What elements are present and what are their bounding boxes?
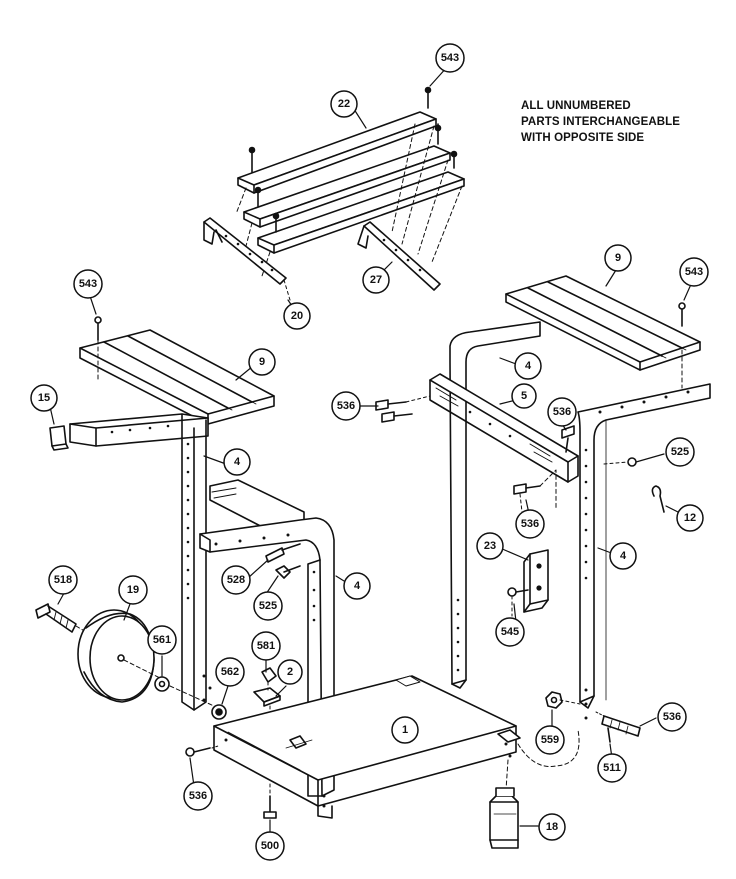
callout-9-left: 9 [248, 348, 276, 376]
interchangeable-parts-note: ALL UNNUMBERED PARTS INTERCHANGEABLE WIT… [521, 98, 721, 146]
callout-543-right-label: 543 [685, 266, 703, 278]
callout-15-label: 15 [38, 392, 50, 404]
line-art [35, 65, 711, 849]
bottom-tray [213, 675, 580, 819]
callout-bubbles: 543 22 20 27 543 9 15 4 4 528 525 518 19… [30, 43, 709, 861]
callout-536-right-label: 536 [663, 711, 681, 723]
callout-562-label: 562 [221, 666, 239, 678]
callout-1: 1 [391, 716, 419, 744]
note-line-2: PARTS INTERCHANGEABLE [521, 116, 681, 128]
callout-545: 545 [495, 617, 525, 647]
callout-12-label: 12 [684, 512, 696, 524]
callout-528: 528 [221, 565, 251, 595]
callout-15: 15 [30, 384, 58, 412]
callout-4-right-top: 4 [514, 352, 542, 380]
callout-525-left-label: 525 [259, 600, 277, 612]
callout-19: 19 [118, 575, 148, 605]
callout-23: 23 [476, 532, 504, 560]
callout-23-label: 23 [484, 540, 496, 552]
callout-20-label: 20 [291, 310, 303, 322]
callout-18: 18 [538, 813, 566, 841]
callout-543-top: 543 [435, 43, 465, 73]
callout-562: 562 [215, 657, 245, 687]
callout-559-label: 559 [541, 734, 559, 746]
left-side-shelf [79, 316, 275, 425]
callout-525-left: 525 [253, 591, 283, 621]
callout-20: 20 [283, 302, 311, 330]
callout-511: 511 [597, 753, 627, 783]
callout-500: 500 [255, 831, 285, 861]
callout-4-right-leg-label: 4 [620, 550, 627, 562]
slat-screws [248, 86, 458, 233]
callout-500-label: 500 [261, 840, 279, 852]
callout-4-right-leg: 4 [609, 542, 637, 570]
callout-525-right-label: 525 [671, 446, 689, 458]
callout-581-label: 581 [257, 640, 275, 652]
callout-543-right: 543 [679, 257, 709, 287]
right-side-frame [375, 321, 711, 743]
callout-2: 2 [277, 659, 303, 685]
callout-19-label: 19 [127, 584, 139, 596]
callout-9-right-label: 9 [615, 252, 621, 264]
right-side-shelf [505, 275, 701, 389]
callout-4-right-top-label: 4 [525, 360, 532, 372]
callout-12: 12 [676, 504, 704, 532]
callout-536-right: 536 [657, 702, 687, 732]
callout-4-left-leg: 4 [223, 448, 251, 476]
callout-22-label: 22 [338, 98, 350, 110]
callout-22: 22 [330, 90, 358, 118]
callout-1-label: 1 [402, 724, 408, 736]
foot-caster [489, 787, 519, 849]
callout-9-left-label: 9 [259, 356, 265, 368]
callout-9-right: 9 [604, 244, 632, 272]
callout-4-left-front-label: 4 [354, 580, 361, 592]
callout-518-label: 518 [54, 574, 72, 586]
wheel-assembly [35, 603, 227, 720]
callout-2-label: 2 [287, 666, 293, 678]
callout-536-bracket: 536 [547, 397, 577, 427]
callout-4-left-front: 4 [343, 572, 371, 600]
callout-561-label: 561 [153, 634, 171, 646]
callout-27-label: 27 [370, 274, 382, 286]
callout-18-label: 18 [546, 821, 558, 833]
note-line-3: WITH OPPOSITE SIDE [521, 132, 645, 144]
callout-559: 559 [535, 725, 565, 755]
callout-543-left: 543 [73, 269, 103, 299]
note-line-1: ALL UNNUMBERED [521, 100, 631, 112]
bottom-screws [185, 745, 277, 819]
callout-518: 518 [48, 565, 78, 595]
callout-5: 5 [511, 383, 537, 409]
callout-536-mid-label: 536 [521, 518, 539, 530]
callout-525-right: 525 [665, 437, 695, 467]
callout-536-bracket-label: 536 [553, 406, 571, 418]
callout-528-label: 528 [227, 574, 245, 586]
callout-5-label: 5 [521, 390, 527, 402]
callout-581: 581 [251, 631, 281, 661]
callout-536-mid: 536 [515, 509, 545, 539]
top-shelf-assembly [203, 86, 465, 301]
callout-545-label: 545 [501, 626, 519, 638]
callout-543-top-label: 543 [441, 52, 459, 64]
callout-536-left-bolts-label: 536 [337, 400, 355, 412]
callout-536-bottom-left: 536 [183, 781, 213, 811]
callout-561: 561 [147, 625, 177, 655]
callout-536-bottom-left-label: 536 [189, 790, 207, 802]
left-side-frame [49, 413, 335, 797]
callout-536-left-bolts: 536 [331, 391, 361, 421]
callout-511-label: 511 [603, 762, 621, 774]
callout-4-left-leg-label: 4 [234, 456, 241, 468]
callout-543-left-label: 543 [79, 278, 97, 290]
callout-27: 27 [362, 266, 390, 294]
